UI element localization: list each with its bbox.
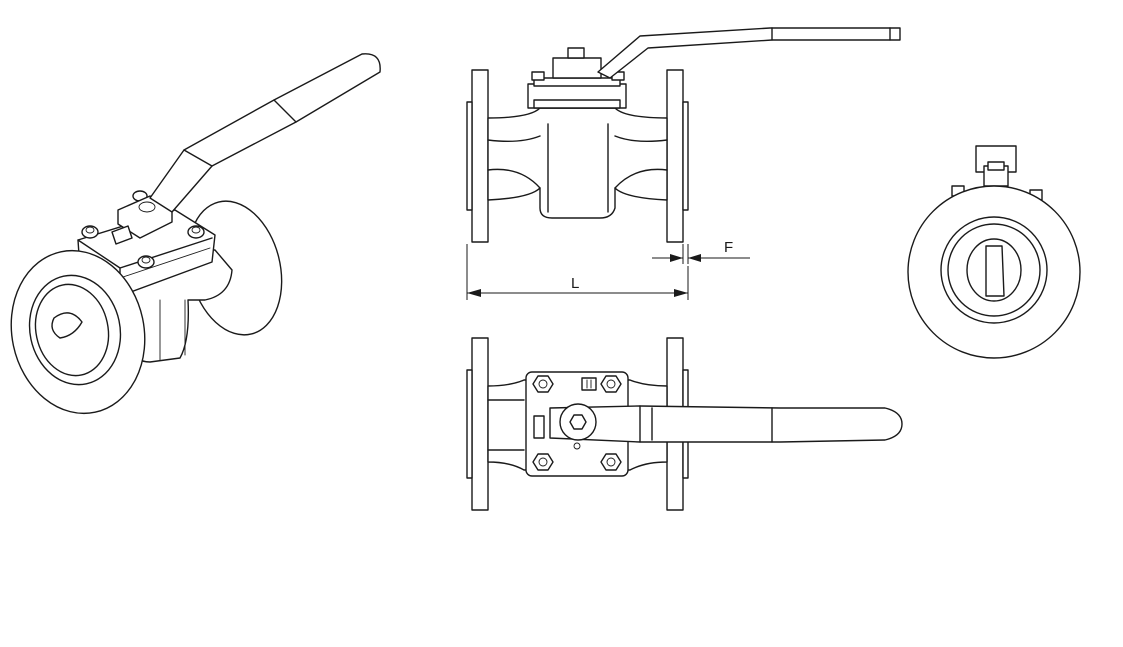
iso-handle	[149, 53, 381, 213]
plan-bolts	[532, 375, 622, 471]
plan-left-flange	[471, 337, 489, 511]
end-view	[907, 145, 1081, 359]
plan-view	[466, 337, 903, 511]
dimension-f: F	[652, 239, 750, 264]
plan-handle	[549, 405, 903, 443]
dimension-f-label: F	[724, 239, 733, 256]
dimension-l: L	[466, 244, 689, 300]
front-elevation	[466, 27, 901, 243]
iso-stem-boss	[117, 195, 173, 239]
iso-bolts	[81, 190, 205, 269]
front-right-flange	[666, 69, 684, 243]
front-handle	[597, 27, 901, 79]
isometric-view	[10, 53, 381, 415]
front-left-flange	[471, 69, 489, 243]
iso-front-flange	[10, 249, 146, 415]
dimension-l-label: L	[571, 275, 579, 292]
front-body	[487, 107, 668, 219]
